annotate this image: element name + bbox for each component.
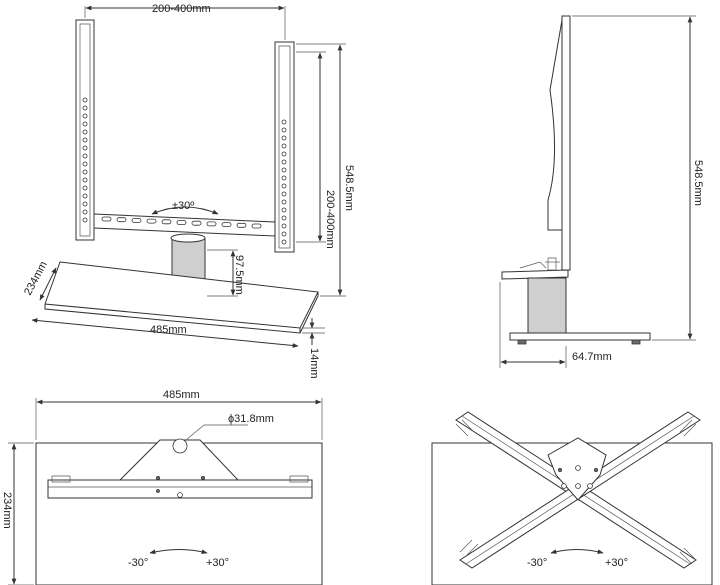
upright-hole xyxy=(281,127,287,133)
base-depth-label: 234mm xyxy=(22,259,50,297)
side-total-height-label: 548.5mm xyxy=(692,160,704,206)
upright-hole xyxy=(281,151,287,157)
upright-hole xyxy=(82,185,88,191)
upright-hole xyxy=(82,193,88,199)
top-depth-label: 234mm xyxy=(1,492,13,529)
upright-hole xyxy=(281,215,287,221)
bracket-slot xyxy=(236,222,247,228)
rot-right-b-label: +30° xyxy=(605,557,628,569)
front-column-height-label: 97.5mm xyxy=(233,255,245,295)
upright-hole xyxy=(82,153,88,159)
front-width-label: 200-400mm xyxy=(152,3,211,15)
upright-hole xyxy=(82,145,88,151)
upright-hole xyxy=(82,105,88,111)
top-hole-label: ϕ31.8mm xyxy=(228,413,274,425)
front-height-label: 200-400mm xyxy=(324,190,336,249)
upright-hole xyxy=(281,119,287,125)
bracket-slot xyxy=(221,222,232,228)
bracket-slot xyxy=(251,223,262,229)
upright-hole xyxy=(281,239,287,245)
upright-hole xyxy=(281,207,287,213)
upright-hole xyxy=(82,129,88,135)
bracket-slot xyxy=(101,216,112,222)
rotation-arrow xyxy=(151,206,219,215)
upright-hole xyxy=(82,161,88,167)
upright-hole xyxy=(82,137,88,143)
upright-hole xyxy=(281,175,287,181)
upright-hole xyxy=(281,223,287,229)
top-view-bracket: 485mm ϕ31.8mm 234mm -30° +30° xyxy=(1,389,323,585)
upright-hole xyxy=(281,191,287,197)
front-rotation-label: ±30º xyxy=(172,200,194,212)
upright-hole xyxy=(281,199,287,205)
bracket-slot xyxy=(191,220,202,226)
bracket-slot xyxy=(206,221,217,227)
top-view-x-bracket: -30° +30° xyxy=(431,411,713,585)
upright-hole xyxy=(82,169,88,175)
front-total-height-label: 548.5mm xyxy=(343,165,355,211)
upright-hole xyxy=(281,143,287,149)
base-thickness-label: 14mm xyxy=(308,348,320,379)
upright-hole xyxy=(281,159,287,165)
upright-hole xyxy=(281,135,287,141)
bracket-slot xyxy=(116,217,127,223)
upright-holes xyxy=(82,97,287,245)
upright-hole xyxy=(82,217,88,223)
rot-left-a-label: -30° xyxy=(128,557,148,569)
upright-hole xyxy=(82,97,88,103)
upright-hole xyxy=(82,209,88,215)
side-view: 548.5mm 64.7mm xyxy=(499,15,704,368)
upright-hole xyxy=(82,121,88,127)
upright-hole xyxy=(281,231,287,237)
base-width-label: 485mm xyxy=(150,324,187,336)
top-width-label: 485mm xyxy=(163,389,200,401)
bracket-slot xyxy=(176,220,187,225)
upright-hole xyxy=(281,183,287,189)
bracket-slot xyxy=(146,218,157,224)
front-view: ±30º 200-400mm 200-400mm 548.5mm 97.5mm … xyxy=(22,3,355,379)
bracket-slot xyxy=(131,217,142,223)
rot-left-b-label: -30° xyxy=(527,557,547,569)
side-offset-label: 64.7mm xyxy=(572,351,612,363)
upright-hole xyxy=(82,177,88,183)
upright-hole xyxy=(82,201,88,207)
upright-hole xyxy=(82,113,88,119)
upright-hole xyxy=(281,167,287,173)
bracket-slot xyxy=(161,219,172,225)
bracket-slots xyxy=(101,216,262,229)
rot-right-a-label: +30° xyxy=(206,557,229,569)
